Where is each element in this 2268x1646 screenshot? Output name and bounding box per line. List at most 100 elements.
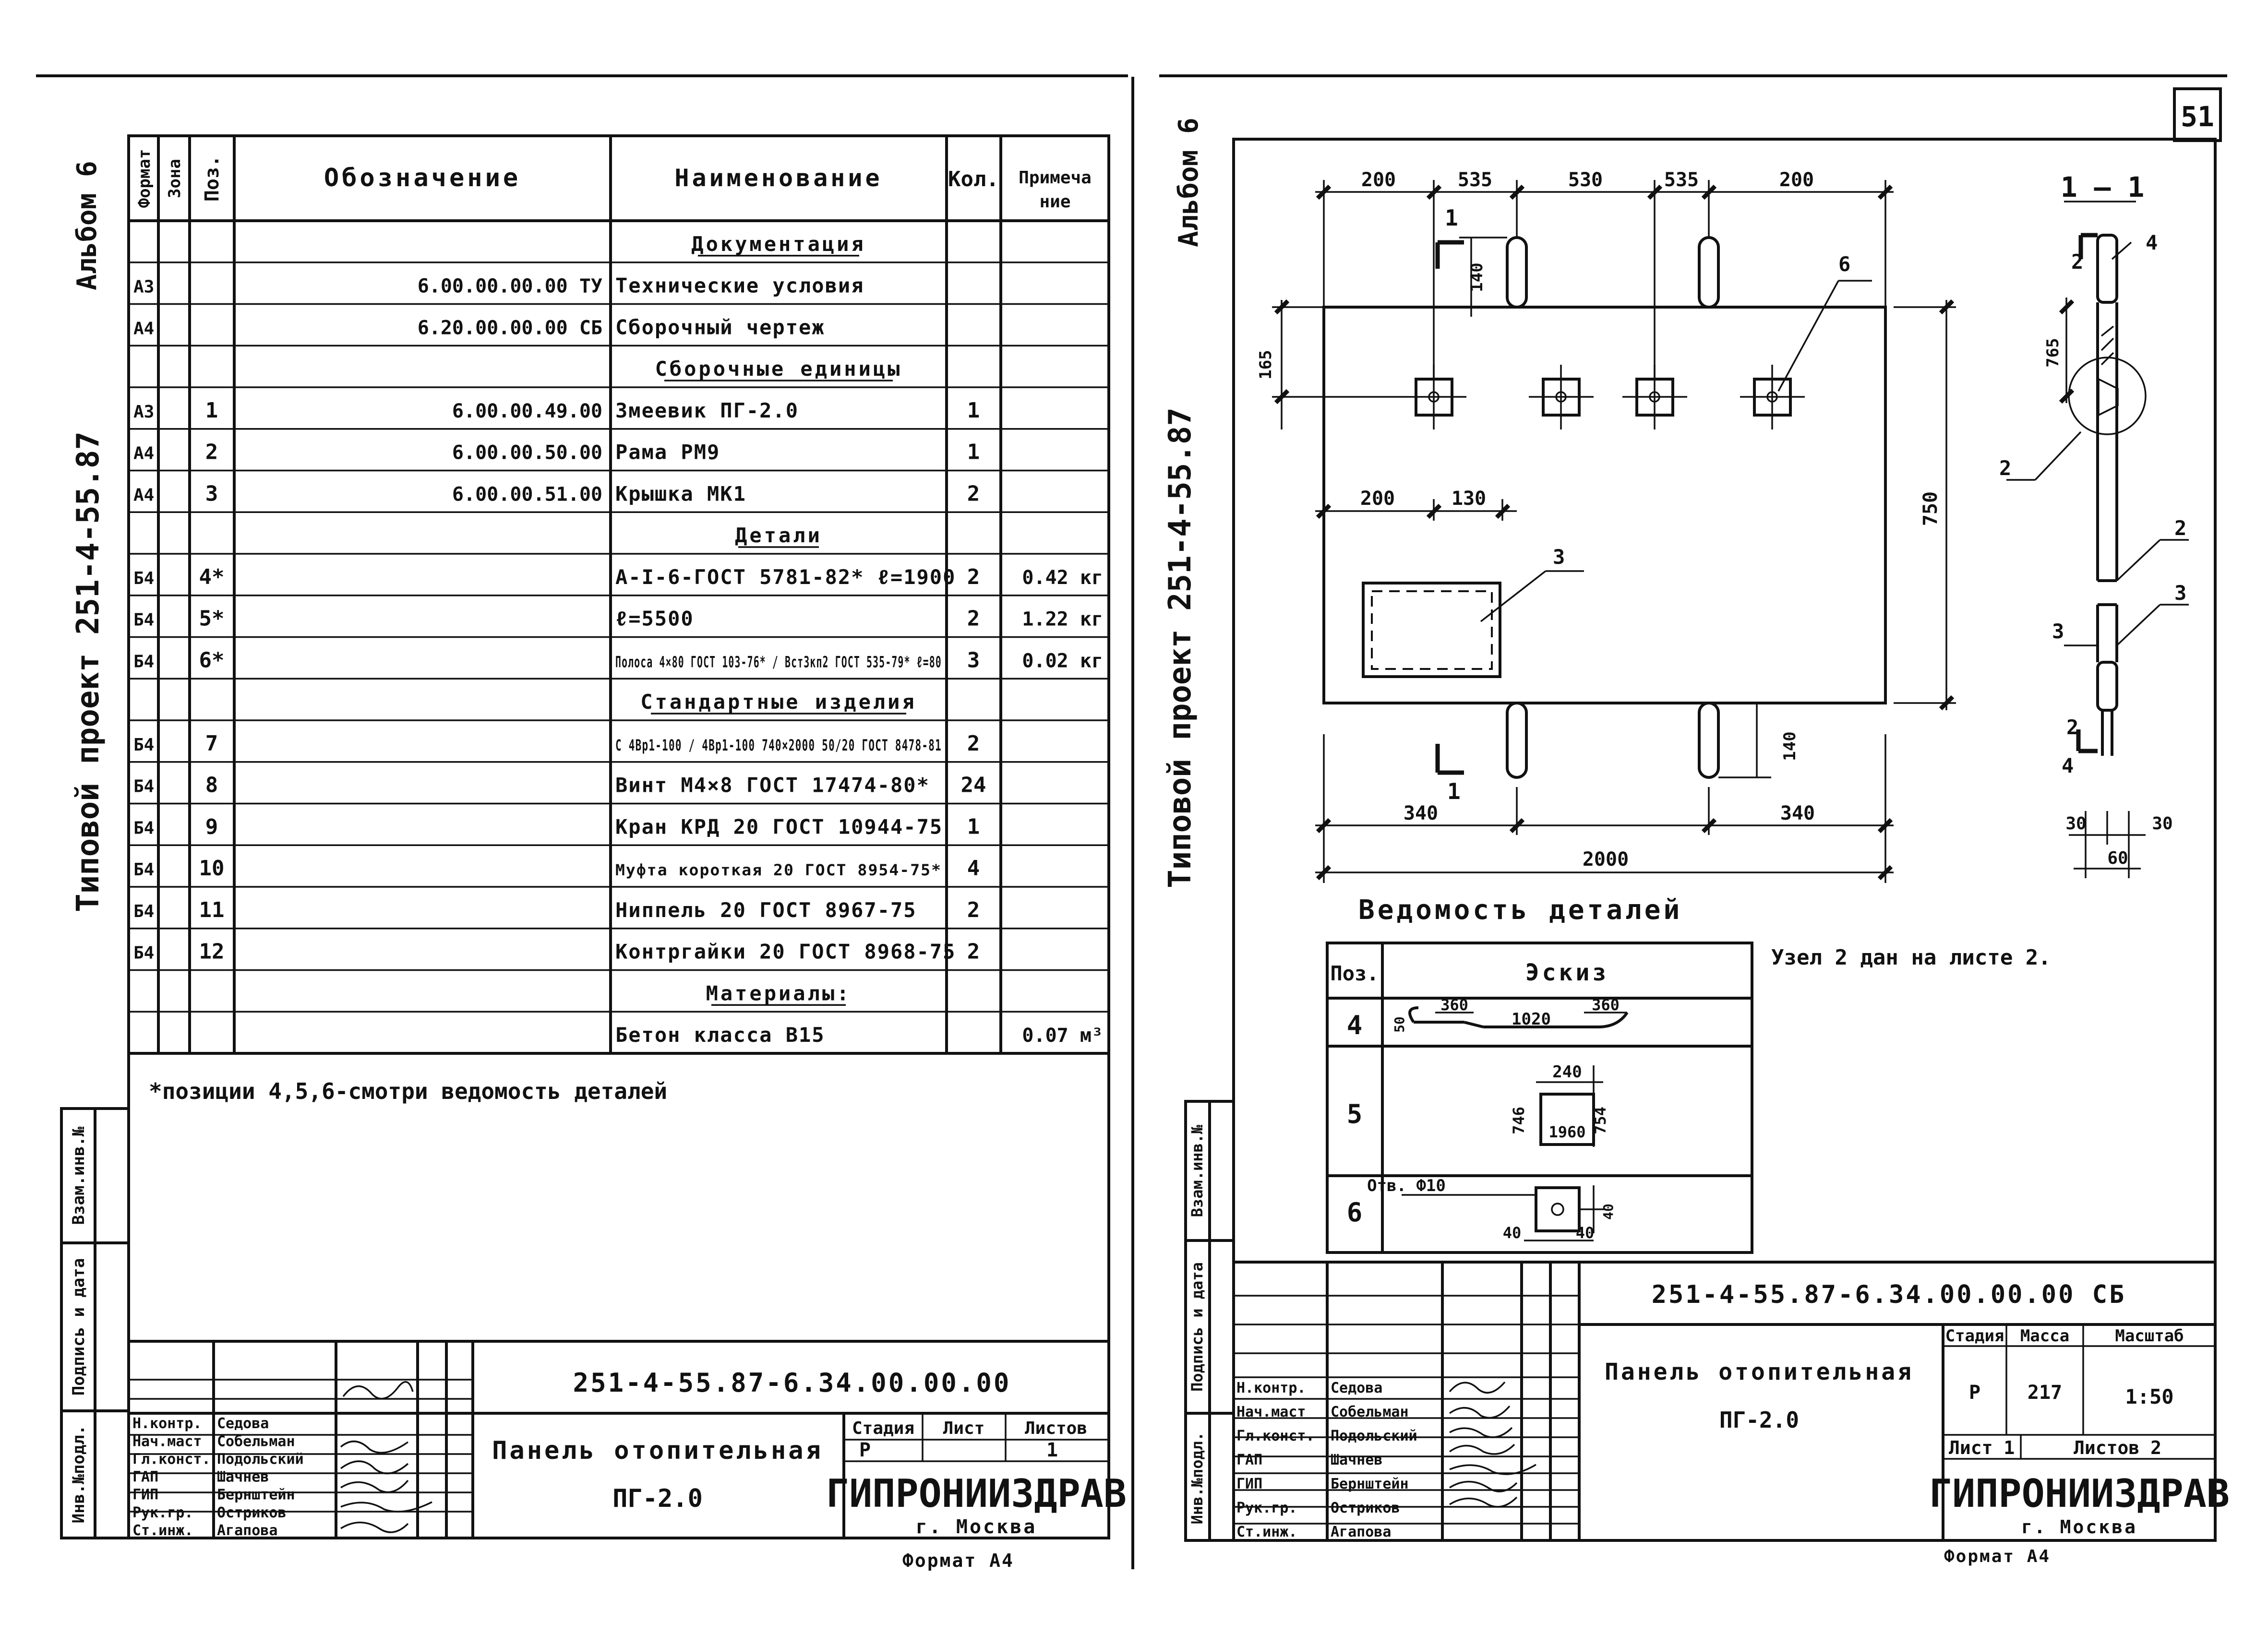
signature-mark [1449, 1496, 1518, 1508]
right-stamp-replace: Взам.инв.№ [1188, 1124, 1206, 1217]
section-callout-4-top: 4 [2146, 231, 2158, 254]
plan-dimensions [1272, 180, 1956, 883]
row-designation: 6.00.00.00.00 ТУ [418, 275, 602, 298]
signature-mark [1449, 1427, 1513, 1438]
person-role: Н.контр. [1236, 1380, 1306, 1396]
right-scale-label: Масштаб [2115, 1326, 2184, 1346]
right-stage-label: Стадия [1945, 1326, 2004, 1346]
header-note-2: ние [1039, 192, 1070, 212]
callout-1-top: 1 [1445, 205, 1458, 231]
row-note: 0.02 кг [1022, 650, 1103, 672]
section-callout-2-right: 2 [2174, 516, 2186, 540]
right-title-line1: Панель отопительная [1605, 1359, 1914, 1385]
details-dim: 360 [1592, 996, 1620, 1014]
left-stage-label: Стадия [852, 1419, 914, 1438]
signature-mark [340, 1440, 409, 1454]
panel-plan-view [1322, 236, 1887, 779]
row-note: 1.22 кг [1022, 608, 1103, 631]
right-sheets: Листов 2 [2074, 1437, 2161, 1458]
row-format: А4 [133, 319, 154, 338]
section-heading: Стандартные изделия [640, 690, 916, 714]
person-role: ГИП [132, 1487, 158, 1503]
left-sheet-label: Лист [943, 1419, 985, 1438]
row-format: А4 [133, 444, 154, 464]
callout-6: 6 [1838, 252, 1850, 276]
details-dim: 40 [1503, 1224, 1522, 1242]
header-zone: Зона [165, 159, 184, 198]
row-name: Технические условия [615, 274, 864, 298]
header-designation: Обозначение [324, 164, 521, 192]
person-role: ГАП [132, 1469, 158, 1486]
row-format: Б4 [133, 902, 154, 921]
dim-30-right: 30 [2152, 814, 2172, 834]
person-name: Остриков [1331, 1500, 1400, 1516]
person-name: Бернштейн [1331, 1476, 1409, 1492]
right-stamp-inv: Инв.№подл. [1188, 1432, 1206, 1525]
row-name: ℓ=5500 [615, 607, 694, 631]
right-title-block [1234, 1261, 2215, 1540]
dim-750: 750 [1920, 491, 1942, 526]
right-stamp-sign: Подпись и дата [1188, 1262, 1206, 1392]
row-format: Б4 [133, 652, 154, 671]
section-callout-2-bottom: 2 [2066, 716, 2078, 739]
row-pos: 5* [199, 607, 225, 631]
row-format: Б4 [133, 735, 154, 755]
section-callout-3-left: 3 [2052, 620, 2064, 643]
header-note-1: Примеча [1019, 168, 1092, 188]
row-pos: 11 [199, 898, 225, 922]
person-name: Шачнев [1331, 1452, 1382, 1468]
row-qty: 4 [967, 856, 980, 881]
details-dim: 240 [1552, 1062, 1582, 1082]
person-role: ГАП [1236, 1452, 1262, 1468]
right-format: Формат А4 [1944, 1547, 2051, 1566]
header-pos: Поз. [201, 155, 223, 202]
row-note: 0.07 м³ [1022, 1025, 1103, 1047]
person-name: Шачнев [217, 1469, 269, 1486]
left-format: Формат А4 [902, 1550, 1014, 1571]
row-qty: 2 [967, 607, 980, 631]
row-name: Бетон класса В15 [615, 1023, 825, 1047]
section-title: 1 — 1 [2061, 171, 2145, 203]
row-format: Б4 [133, 818, 154, 838]
row-format: Б4 [133, 860, 154, 880]
person-role: Рук.гр. [132, 1504, 193, 1521]
row-qty: 3 [967, 648, 980, 672]
person-role: ГИП [1236, 1476, 1262, 1492]
dim-140-top: 140 [1467, 262, 1487, 292]
details-dim: 40 [1600, 1204, 1616, 1220]
person-role: Ст.инж. [1236, 1524, 1297, 1540]
details-dim: 754 [1591, 1107, 1609, 1134]
person-name: Подольский [217, 1451, 304, 1467]
details-dim: Отв. Ф10 [1367, 1176, 1446, 1195]
row-pos: 6* [199, 648, 225, 672]
left-stamp-sign: Подпись и дата [69, 1258, 88, 1396]
right-mass-label: Масса [2020, 1326, 2069, 1346]
right-scale: 1:50 [2125, 1385, 2173, 1408]
section-heading: Материалы: [706, 981, 852, 1005]
row-designation: 6.20.00.00.00 СБ [418, 317, 602, 339]
callout-3: 3 [1553, 545, 1565, 569]
callout-1-bottom: 1 [1447, 778, 1461, 804]
row-name: Крышка МК1 [615, 482, 746, 505]
left-album-label: Альбом 6 [72, 161, 103, 290]
signature-mark [340, 1460, 409, 1475]
row-name: Ниппель 20 ГОСТ 8967-75 [615, 898, 917, 922]
dim-30-left: 30 [2065, 814, 2086, 834]
left-stage: Р [859, 1439, 871, 1461]
left-sheets-label: Листов [1025, 1419, 1087, 1438]
left-org: ГИПРОНИИЗДРАВ [826, 1471, 1127, 1516]
dim-top: 200 [1779, 169, 1814, 191]
left-stamp-replace: Взам.инв.№ [69, 1126, 88, 1225]
person-name: Седова [1331, 1380, 1382, 1396]
signature-mark [1449, 1464, 1536, 1475]
details-pos: 5 [1347, 1099, 1363, 1129]
signature-mark [1449, 1443, 1515, 1455]
dim-140-bottom: 140 [1780, 731, 1800, 761]
dim-top: 200 [1361, 169, 1396, 191]
details-dim: 1960 [1548, 1123, 1585, 1141]
dim-top: 535 [1664, 169, 1699, 191]
person-role: Н.контр. [132, 1415, 202, 1432]
dim-200-mid: 200 [1360, 488, 1395, 510]
